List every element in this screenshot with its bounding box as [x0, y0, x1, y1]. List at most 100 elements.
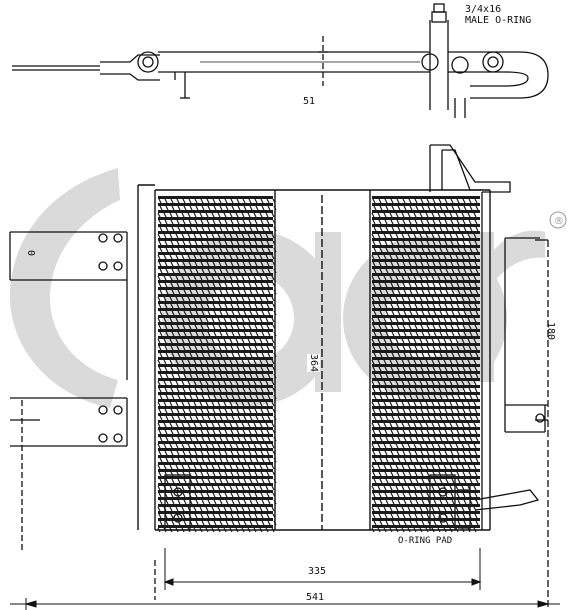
fin-stroke: [183, 205, 187, 211]
fin-stroke: [391, 268, 395, 274]
fin-stroke: [468, 282, 472, 288]
fin-stroke: [420, 324, 424, 330]
fin-stroke: [163, 485, 167, 491]
fin-stroke: [183, 520, 187, 526]
fin-stroke: [390, 387, 394, 393]
fin-stroke: [159, 352, 163, 358]
fin-stroke: [467, 296, 471, 302]
fin-stroke: [248, 282, 252, 288]
fin-row: [372, 399, 480, 402]
fin-stroke: [402, 219, 406, 225]
fin-stroke: [395, 275, 399, 281]
fin-stroke: [397, 478, 401, 484]
fin-stroke: [462, 219, 466, 225]
fin-stroke: [261, 247, 265, 253]
fin-stroke: [225, 520, 229, 526]
fin-stroke: [194, 303, 198, 309]
fin-stroke: [461, 275, 465, 281]
fin-stroke: [266, 261, 270, 267]
fin-stroke: [242, 303, 246, 309]
fin-stroke: [371, 296, 375, 302]
fin-stroke: [193, 212, 197, 218]
fin-stroke: [195, 205, 199, 211]
fin-stroke: [433, 310, 437, 316]
fin-stroke: [176, 429, 180, 435]
fin-stroke: [462, 345, 466, 351]
fin-stroke: [444, 366, 448, 372]
fin-stroke: [182, 429, 186, 435]
fin-stroke: [223, 233, 227, 239]
fin-stroke: [397, 247, 401, 253]
fin-stroke: [259, 212, 263, 218]
fin-stroke: [451, 331, 455, 337]
fin-stroke: [271, 233, 275, 239]
fin-row: [372, 420, 480, 423]
fin-stroke: [438, 345, 442, 351]
fin-stroke: [413, 317, 417, 323]
fin-stroke: [273, 247, 277, 253]
fin-stroke: [390, 492, 394, 498]
fin-row: [158, 343, 273, 346]
fin-stroke: [450, 387, 454, 393]
fin-stroke: [207, 520, 211, 526]
fin-stroke: [236, 303, 240, 309]
fin-stroke: [217, 296, 221, 302]
fin-stroke: [475, 247, 479, 253]
fin-stroke: [385, 331, 389, 337]
fin-stroke: [171, 226, 175, 232]
fin-stroke: [163, 443, 167, 449]
fin-stroke: [206, 408, 210, 414]
fin-stroke: [378, 303, 382, 309]
fin-stroke: [390, 303, 394, 309]
fin-stroke: [218, 240, 222, 246]
fin-stroke: [231, 520, 235, 526]
fin-stroke: [237, 394, 241, 400]
fin-stroke: [414, 366, 418, 372]
fin-stroke: [207, 352, 211, 358]
fin-stroke: [403, 331, 407, 337]
fin-stroke: [474, 282, 478, 288]
fin-stroke: [188, 219, 192, 225]
fin-stroke: [187, 527, 191, 533]
fin-stroke: [193, 296, 197, 302]
fin-stroke: [231, 268, 235, 274]
fin-stroke: [223, 422, 227, 428]
fin-stroke: [218, 324, 222, 330]
fin-stroke: [159, 520, 163, 526]
fin-stroke: [390, 198, 394, 204]
fin-stroke: [261, 436, 265, 442]
fin-stroke: [444, 261, 448, 267]
fin-stroke: [427, 205, 431, 211]
fin-stroke: [159, 289, 163, 295]
fin-stroke: [421, 499, 425, 505]
fin-stroke: [377, 296, 381, 302]
fin-row: [372, 427, 480, 430]
fin-stroke: [445, 415, 449, 421]
fin-stroke: [401, 380, 405, 386]
fin-stroke: [158, 387, 162, 393]
fin-stroke: [195, 247, 199, 253]
fin-stroke: [212, 282, 216, 288]
fin-stroke: [261, 520, 265, 526]
fin-stroke: [163, 527, 167, 533]
fin-stroke: [403, 268, 407, 274]
fin-stroke: [425, 296, 429, 302]
fin-stroke: [377, 212, 381, 218]
fin-stroke: [425, 422, 429, 428]
fin-stroke: [433, 205, 437, 211]
fin-stroke: [439, 478, 443, 484]
fin-stroke: [177, 268, 181, 274]
fin-stroke: [390, 429, 394, 435]
fin-row: [158, 476, 273, 479]
fin-stroke: [260, 513, 264, 519]
fin-stroke: [199, 296, 203, 302]
fin-stroke: [157, 254, 161, 260]
fin-stroke: [213, 373, 217, 379]
fin-stroke: [419, 401, 423, 407]
fin-stroke: [175, 212, 179, 218]
fin-stroke: [371, 359, 375, 365]
fin-stroke: [431, 527, 435, 533]
fin-stroke: [183, 415, 187, 421]
fin-stroke: [177, 394, 181, 400]
fin-stroke: [373, 310, 377, 316]
